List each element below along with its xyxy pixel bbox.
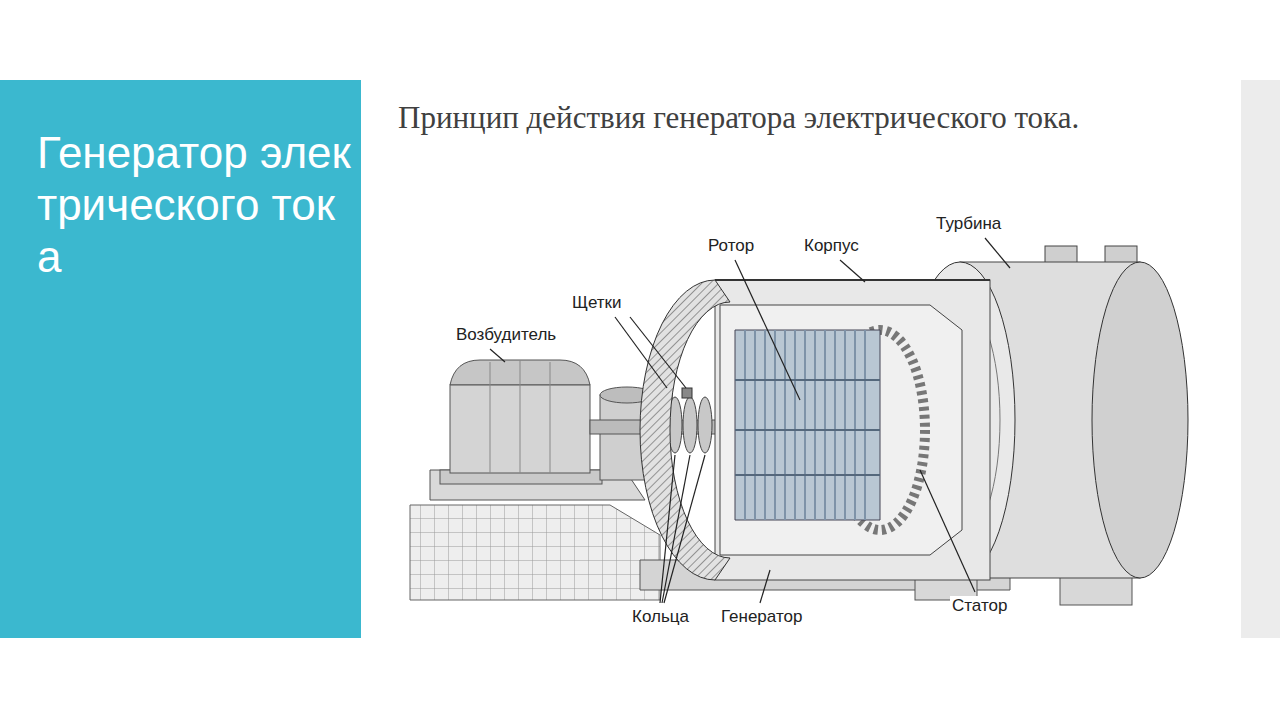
illustration-part bbox=[720, 305, 962, 555]
slide-title: Генератор электрического тока bbox=[37, 127, 355, 283]
slide-heading: Принцип действия генератора электрическо… bbox=[398, 100, 1079, 136]
illustration-part bbox=[1092, 262, 1188, 578]
illustration-part bbox=[630, 317, 686, 388]
illustration-part bbox=[683, 397, 697, 453]
part-label: Турбина bbox=[934, 214, 1003, 234]
illustration-part bbox=[715, 279, 990, 281]
illustration-part bbox=[920, 470, 975, 592]
part-label: Кольца bbox=[630, 607, 691, 627]
illustration-part bbox=[745, 330, 865, 520]
illustration-part bbox=[615, 317, 667, 388]
illustration-part bbox=[735, 330, 880, 520]
part-label: Щетки bbox=[570, 293, 624, 313]
part-label: Ротор bbox=[706, 236, 756, 256]
illustration-part bbox=[550, 362, 551, 473]
illustration-part bbox=[698, 397, 712, 453]
side-bar bbox=[1241, 80, 1280, 638]
part-label: Статор bbox=[950, 596, 1009, 616]
illustration-part bbox=[760, 570, 770, 603]
illustration-part bbox=[640, 280, 730, 580]
illustration-part bbox=[840, 260, 865, 282]
illustration-part bbox=[490, 238, 1010, 603]
part-label: Генератор bbox=[719, 607, 804, 627]
illustration-part bbox=[985, 238, 1010, 268]
illustration-part bbox=[410, 505, 660, 600]
illustration-part bbox=[662, 455, 690, 603]
part-label: Возбудитель bbox=[454, 325, 558, 345]
illustration-part bbox=[660, 455, 675, 603]
illustration-part bbox=[682, 388, 692, 398]
illustration-part bbox=[490, 362, 491, 473]
illustration-part bbox=[735, 380, 880, 475]
illustration-part bbox=[490, 349, 505, 362]
illustration-part bbox=[520, 360, 521, 473]
part-label: Корпус bbox=[802, 236, 861, 256]
illustration-part bbox=[664, 455, 705, 603]
illustration-part bbox=[735, 260, 800, 400]
